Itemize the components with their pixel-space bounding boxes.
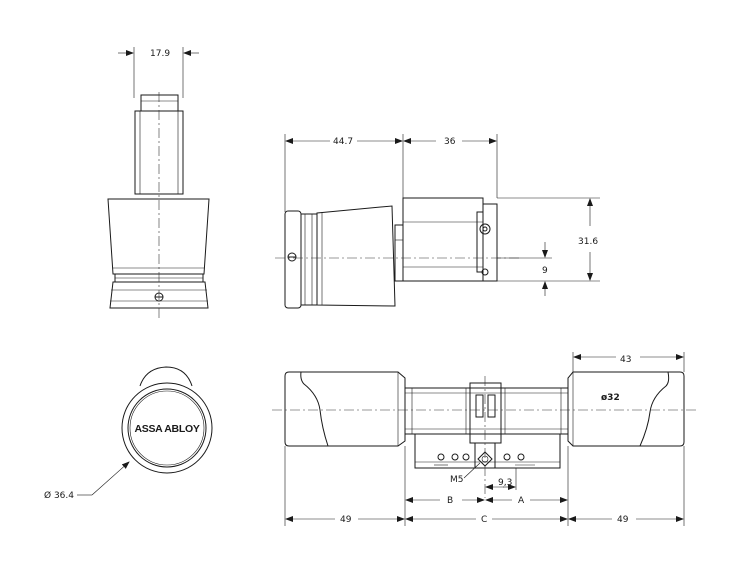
side-view: 44.7 36 31.6 [275,134,600,309]
side-height-label: 31.6 [578,237,598,247]
dim-b-label: B [447,496,453,506]
dim-c-label: C [481,515,487,525]
knob-length-label: 43 [620,355,631,365]
knob-diameter-label: ø32 [601,393,620,403]
screw-offset-label: 9,3 [498,478,512,488]
right-length-label: 49 [617,515,629,525]
side-left-length-label: 44.7 [333,137,353,147]
dim-a-label: A [518,496,525,506]
long-view: 43 ø32 M5 9,3 B A 49 C 49 [272,352,696,526]
front-view: ASSA ABLOY Ø 36.4 [44,366,213,501]
screw-label: M5 [450,475,464,485]
side-right-length-label: 36 [444,137,456,147]
front-diameter-label: Ø 36.4 [44,490,74,501]
top-width-label: 17.9 [150,49,170,59]
brand-logo-text: ASSA ABLOY [134,423,199,435]
left-length-label: 49 [340,515,352,525]
side-offset-label: 9 [542,266,548,276]
top-view: 17.9 [107,47,210,318]
